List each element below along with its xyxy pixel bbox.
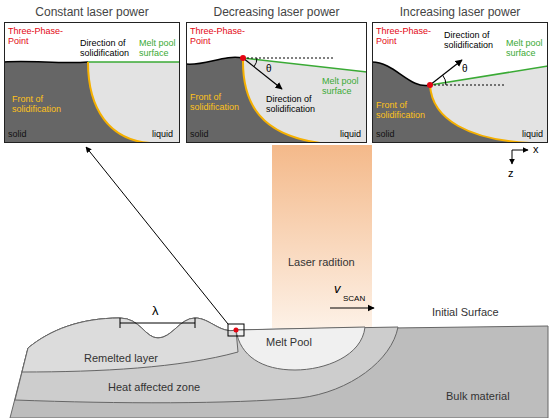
x-axis-arrow — [512, 150, 528, 151]
surface-name: Initial Surface — [432, 306, 499, 319]
point-label: Three-Phase-Point — [190, 26, 254, 47]
solidification-front — [88, 62, 150, 143]
velocity-subscript: SCAN — [343, 294, 365, 303]
solid-region — [4, 61, 150, 143]
panel-title: Constant laser power — [5, 5, 179, 19]
front-label: Front of solidification — [12, 94, 74, 115]
velocity-symbol: v — [334, 282, 341, 297]
phase-label: solid — [190, 129, 209, 139]
angle-arc — [254, 58, 257, 67]
phase-label: liquid — [340, 129, 361, 139]
solid-surface — [4, 61, 88, 62]
panel-illustration — [372, 60, 548, 143]
phase-label: liquid — [152, 129, 173, 139]
phase-label: solid — [8, 129, 27, 139]
melt-pool-surface — [243, 58, 367, 72]
direction-arrow — [430, 60, 462, 85]
remelted-layer — [22, 318, 238, 372]
point-label: Three-Phase-Point — [376, 26, 440, 47]
phase-label: liquid — [522, 129, 543, 139]
liquid-region — [186, 57, 367, 143]
direction-arrow — [243, 58, 282, 89]
wavelength-symbol: λ — [152, 304, 159, 319]
three-phase-point — [240, 55, 246, 61]
axis-label: x — [533, 143, 539, 156]
angle-symbol: θ — [266, 63, 272, 75]
solid-surface — [186, 57, 243, 64]
solid-region — [372, 62, 530, 143]
detail-pointer — [86, 147, 228, 324]
surface-label: Melt pool surface — [506, 38, 546, 59]
heat-affected-zone — [15, 318, 398, 403]
liquid-region — [372, 62, 548, 143]
laser-beam — [272, 145, 372, 328]
region-label: Remelted layer — [84, 352, 158, 365]
angle-symbol: θ — [462, 63, 468, 75]
panel-illustration — [4, 61, 180, 143]
phase-label: solid — [376, 129, 395, 139]
scan-arrow — [330, 307, 374, 308]
angle-arc — [443, 75, 446, 85]
panel-title: Increasing laser power — [373, 5, 547, 19]
region-label: Bulk material — [446, 390, 510, 403]
region-label: Melt Pool — [266, 336, 312, 349]
surface-label: Melt pool surface — [322, 76, 364, 97]
front-label: Front of solidification — [376, 100, 432, 121]
z-axis-arrow — [512, 150, 513, 164]
melt-pool-surface — [430, 66, 548, 85]
solid-surface — [372, 62, 430, 86]
panel-title: Decreasing laser power — [187, 5, 366, 19]
region-label: Heat affected zone — [108, 381, 200, 394]
surface-label: Melt pool surface — [139, 38, 179, 59]
front-label: Front of solidification — [190, 92, 246, 113]
direction-label: Direction of solidification — [266, 94, 324, 115]
beam-label: Laser radition — [288, 256, 355, 269]
three-phase-point — [427, 82, 433, 88]
panel-illustration — [186, 55, 367, 143]
three-phase-point — [234, 328, 239, 333]
bulk-material — [10, 318, 548, 418]
melt-pool-surface — [88, 61, 180, 63]
reference-line — [430, 85, 505, 86]
solidification-front — [430, 85, 530, 143]
wavelength-bracket — [120, 318, 195, 328]
melt-pool — [236, 327, 365, 370]
direction-label: Direction of solidification — [80, 38, 138, 59]
direction-label: Direction of solidification — [444, 30, 502, 51]
detail-box — [228, 324, 244, 336]
point-label: Three-Phase-Point — [8, 26, 72, 47]
liquid-region — [4, 61, 180, 143]
axis-label: z — [508, 167, 514, 180]
